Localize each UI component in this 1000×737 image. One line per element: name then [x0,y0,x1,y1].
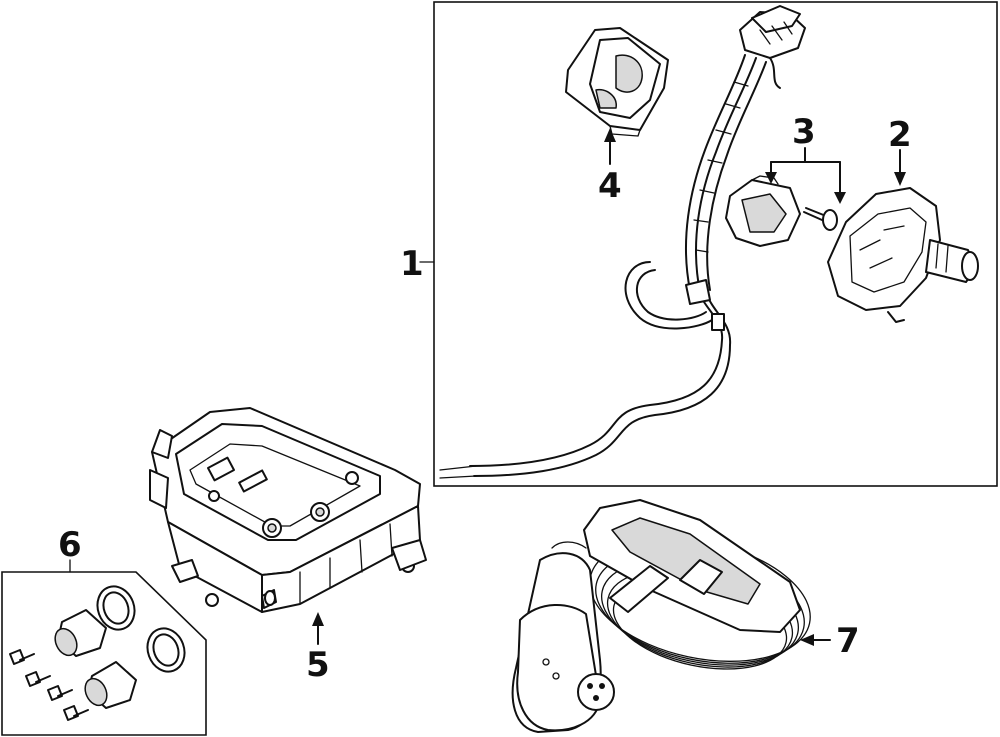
callout-2: 2 [888,115,912,155]
callout-4: 4 [598,166,622,206]
callout-1: 1 [400,244,424,284]
callout-6: 6 [58,525,82,565]
callout-7: 7 [836,621,860,661]
callout-5: 5 [306,645,330,685]
port-cover-icon[interactable] [565,27,669,165]
onboard-charger-module-icon[interactable] [149,407,427,645]
part-1-group-box [433,1,998,487]
charge-port-harness-icon[interactable] [419,5,806,479]
part-6-group-box [1,571,207,736]
charge-port-housing-icon[interactable] [827,149,979,323]
coolant-fittings-kit-icon[interactable] [1,559,207,736]
charging-cable-icon[interactable] [511,499,831,733]
callout-3: 3 [792,112,816,152]
latch-and-bolt-icon[interactable] [725,147,846,247]
